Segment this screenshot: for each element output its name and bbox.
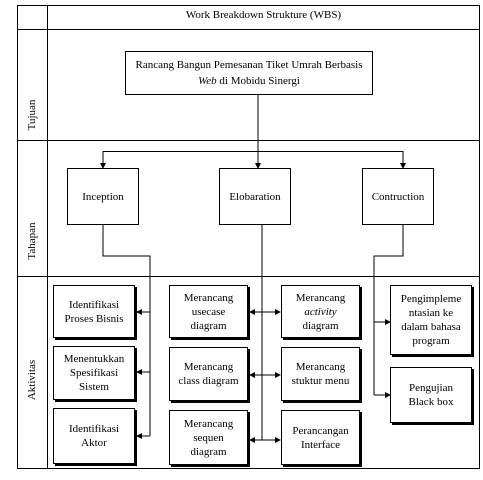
goal-connectors [100, 95, 406, 169]
phase-elaboration: Elobaration [219, 168, 291, 225]
activity-activity-diagram: Merancang activity diagram [281, 285, 360, 338]
activity-diagram-line-2: activity [304, 305, 337, 318]
elaboration-connectors [249, 225, 281, 443]
phase-inception: Inception [67, 168, 139, 225]
activity-diagram-line-3: diagram [302, 319, 339, 332]
table-frame [17, 5, 480, 469]
activity-class-diagram: Merancang class diagram [169, 347, 248, 401]
activity-diagram-line-1: Merancang [295, 291, 346, 304]
activity-implementasi-program: Pengimpleme ntasian ke dalam bahasa prog… [390, 285, 472, 355]
activity-identifikasi-aktor: Identifikasi Aktor [53, 408, 135, 464]
construction-connectors [373, 225, 404, 398]
row-label-tujuan: Tujuan [26, 99, 38, 131]
activity-menentukan-spesifikasi: Menentukkan Spesifikasi Sistem [53, 346, 135, 400]
goal-line-2-rest: di Mobidu Sinergi [216, 75, 300, 87]
diagram-title: Work Breakdown Strukture (WBS) [185, 9, 342, 21]
phase-construction: Contruction [362, 168, 434, 225]
activity-pengujian-black-box: Pengujian Black box [390, 367, 472, 423]
row-label-aktivitas: Aktivitas [26, 359, 38, 401]
inception-connectors [102, 225, 151, 439]
goal-line-1: Rancang Bangun Pemesanan Tiket Umrah Ber… [135, 59, 363, 71]
activity-perancangan-interface: Perancangan Interface [281, 410, 360, 465]
goal-web-word: Web [198, 75, 217, 87]
activity-struktur-menu: Merancang stuktur menu [281, 347, 360, 401]
goal-line-2: Web di Mobidu Sinergi [198, 73, 300, 89]
goal-box: Rancang Bangun Pemesanan Tiket Umrah Ber… [125, 51, 373, 95]
activity-sequen-diagram: Merancang sequen diagram [169, 410, 248, 465]
row-label-tahapan: Tahapan [26, 222, 38, 260]
activity-identifikasi-proses-bisnis: Identifikasi Proses Bisnis [53, 285, 135, 338]
activity-usecase-diagram: Merancang usecase diagram [169, 285, 248, 338]
